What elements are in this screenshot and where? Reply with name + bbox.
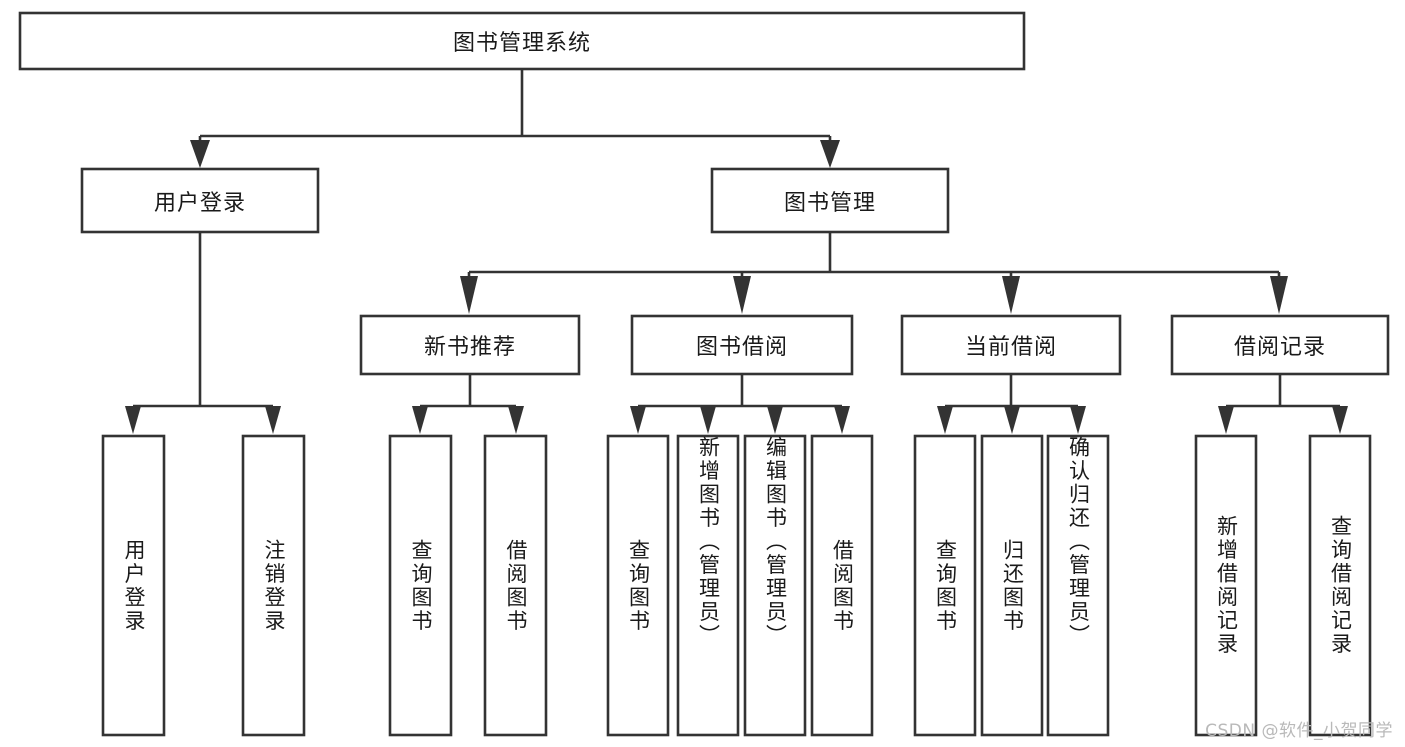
- node-box-leaf-query-book-current[interactable]: [913, 434, 977, 737]
- node-box-leaf-edit-book[interactable]: [743, 434, 807, 737]
- arrow-head-leaf-query-borrow-record: [1332, 406, 1348, 434]
- arrow-head-user-login: [190, 140, 210, 168]
- edge-group-user-login-to-leaves: [125, 232, 281, 434]
- edge-group-new-book-recommend-to-leaves: [412, 374, 524, 434]
- arrow-head-leaf-return-book: [1004, 406, 1020, 434]
- node-box-leaf-user-login[interactable]: [101, 434, 166, 737]
- node-box-borrow-record[interactable]: [1170, 314, 1390, 376]
- node-box-leaf-query-book-borrow[interactable]: [606, 434, 670, 737]
- arrow-head-leaf-borrow-book: [834, 406, 850, 434]
- arrow-head-leaf-confirm-return: [1070, 406, 1086, 434]
- arrow-head-leaf-query-book-borrow: [630, 406, 646, 434]
- arrow-head-leaf-add-book: [700, 406, 716, 434]
- arrow-head-leaf-user-logout: [265, 406, 281, 434]
- node-box-book-borrow[interactable]: [630, 314, 854, 376]
- node-box-new-book-recommend[interactable]: [359, 314, 581, 376]
- edge-group-root-to-level2: [190, 69, 840, 168]
- arrow-head-new-book-recommend: [460, 276, 478, 314]
- arrow-head-current-borrow: [1002, 276, 1020, 314]
- node-box-leaf-add-borrow-record[interactable]: [1194, 434, 1258, 737]
- edge-group-borrow-record-to-leaves: [1218, 374, 1348, 434]
- node-box-leaf-borrow-book-recommend[interactable]: [483, 434, 548, 737]
- node-box-current-borrow[interactable]: [900, 314, 1122, 376]
- node-box-user-login[interactable]: [80, 167, 320, 234]
- edge-group-current-borrow-to-leaves: [937, 374, 1086, 434]
- node-box-leaf-return-book[interactable]: [980, 434, 1044, 737]
- node-box-book-manage[interactable]: [710, 167, 950, 234]
- arrow-head-leaf-borrow-book-recommend: [508, 406, 524, 434]
- arrow-head-leaf-query-book-current: [937, 406, 953, 434]
- arrow-head-book-borrow: [733, 276, 751, 314]
- node-box-leaf-query-borrow-record[interactable]: [1308, 434, 1372, 737]
- edge-group-book-borrow-to-leaves: [630, 374, 850, 434]
- arrow-head-leaf-edit-book: [767, 406, 783, 434]
- arrow-head-leaf-user-login: [125, 406, 141, 434]
- node-box-leaf-borrow-book[interactable]: [810, 434, 874, 737]
- node-box-leaf-user-logout[interactable]: [241, 434, 306, 737]
- node-box-leaf-confirm-return[interactable]: [1046, 434, 1110, 737]
- node-box-leaf-add-book[interactable]: [676, 434, 740, 737]
- node-box-root[interactable]: [18, 11, 1026, 71]
- arrow-head-borrow-record: [1270, 276, 1288, 314]
- arrow-head-leaf-add-borrow-record: [1218, 406, 1234, 434]
- edge-group-book-manage-to-level3: [460, 232, 1288, 314]
- node-box-leaf-query-book-recommend[interactable]: [388, 434, 453, 737]
- arrow-head-leaf-query-book-recommend: [412, 406, 428, 434]
- arrow-head-book-manage: [820, 140, 840, 168]
